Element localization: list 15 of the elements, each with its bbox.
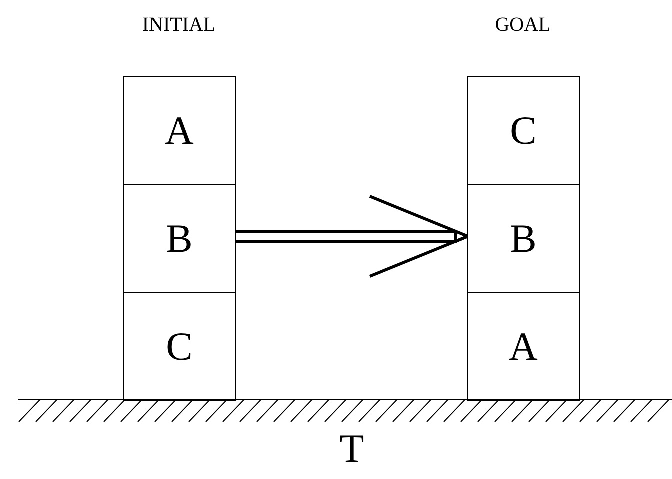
stack-heading: GOAL — [495, 14, 551, 37]
stack-heading: INITIAL — [142, 14, 216, 37]
block-box — [123, 292, 236, 401]
block-box — [467, 76, 580, 185]
block-box — [467, 184, 580, 293]
block-letter: A — [165, 110, 194, 150]
block-letter: B — [166, 218, 193, 258]
block-letter: C — [510, 110, 537, 150]
block-letter: C — [166, 326, 193, 366]
block-letter: A — [509, 326, 538, 366]
block-box — [467, 292, 580, 401]
block-box — [123, 76, 236, 185]
table-label: T — [340, 429, 364, 469]
block-letter: B — [510, 218, 537, 258]
block-box — [123, 184, 236, 293]
